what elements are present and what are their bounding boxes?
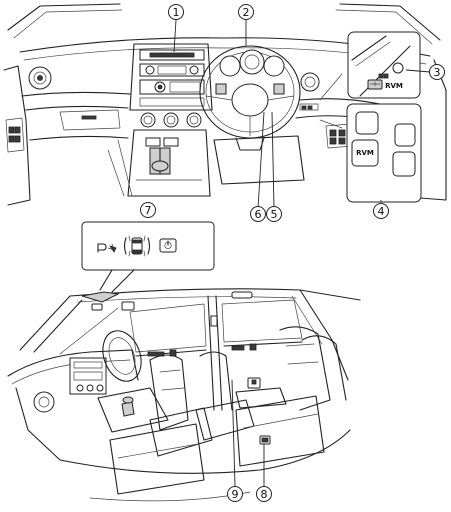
rvm-button[interactable] (351, 139, 379, 167)
overhead-switch-panel-inset (81, 221, 215, 293)
callout-2: 2 (238, 4, 254, 20)
svg-text:1: 1 (173, 6, 180, 19)
svg-text:5: 5 (271, 208, 278, 221)
callout-1: 1 (168, 4, 184, 20)
rvm-button-inset: RVM (319, 103, 422, 203)
callout-7: 7 (140, 202, 156, 218)
svg-text:2: 2 (243, 6, 250, 19)
rvm-small-label: RVM (385, 82, 403, 90)
svg-text:9: 9 (232, 488, 239, 501)
blind-spot-monitor-icon[interactable] (123, 235, 151, 257)
callout-4: 4 (373, 203, 389, 219)
cabin-illustration (7, 288, 361, 502)
callout-3: 3 (429, 64, 445, 80)
rvm-large-label: RVM (356, 149, 374, 157)
svg-text:8: 8 (261, 488, 268, 501)
callout-5: 5 (266, 206, 282, 222)
svg-text:6: 6 (255, 208, 262, 221)
mirror-switch-inset: RVM (319, 31, 421, 101)
off-switch-icon[interactable] (159, 238, 177, 253)
leader-lines (173, 19, 431, 487)
callout-8: 8 (256, 486, 272, 502)
svg-text:4: 4 (378, 205, 385, 218)
parking-sensor-icon[interactable] (97, 243, 117, 253)
svg-text:3: 3 (434, 66, 441, 79)
dashboard-illustration (3, 3, 447, 206)
callout-9: 9 (227, 486, 243, 502)
svg-text:7: 7 (145, 204, 152, 217)
callout-6: 6 (250, 206, 266, 222)
